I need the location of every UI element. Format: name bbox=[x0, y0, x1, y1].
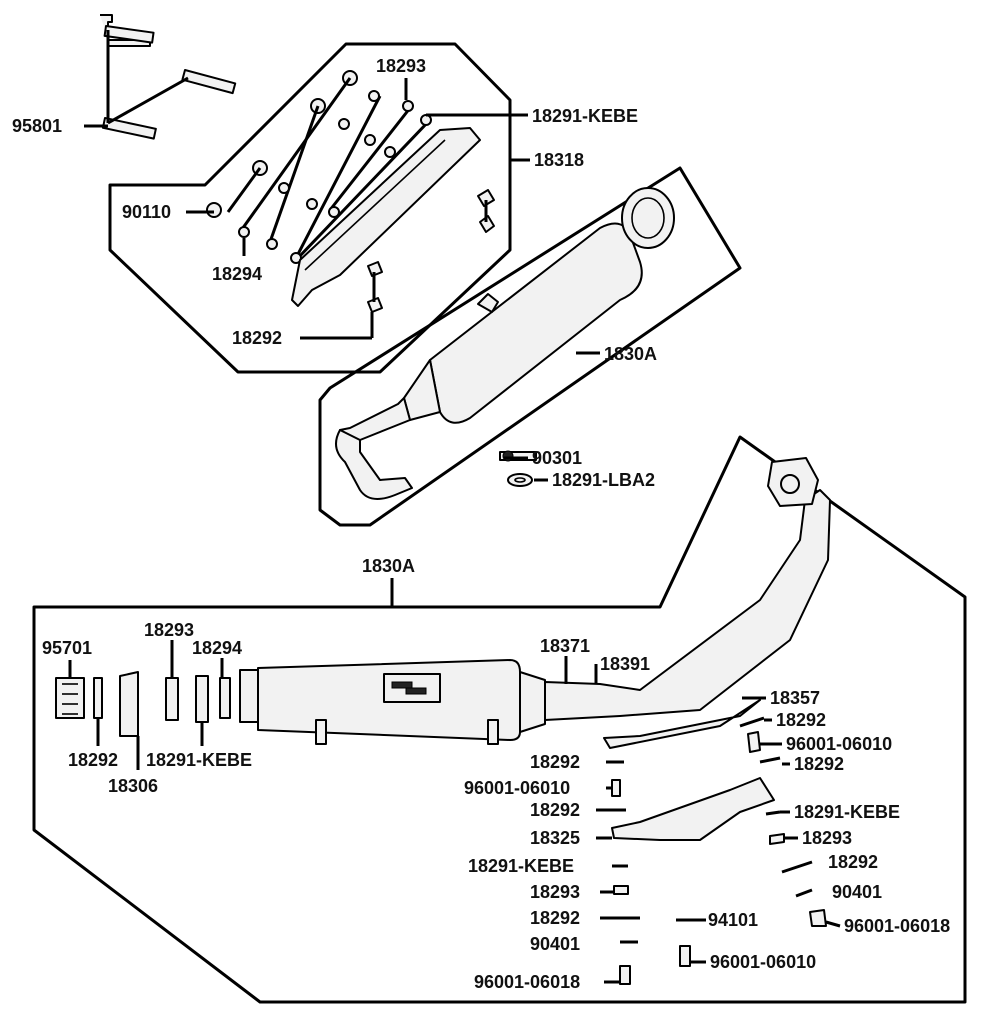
label-90110: 90110 bbox=[122, 202, 171, 222]
label-90401-b: 90401 bbox=[530, 934, 580, 954]
label-18292-f: 18292 bbox=[530, 800, 580, 820]
leader-lines bbox=[68, 78, 841, 984]
label-18306: 18306 bbox=[108, 776, 158, 796]
hardware-90301-18291lba2 bbox=[499, 450, 537, 487]
label-18291-kebe-lower: 18291-KEBE bbox=[146, 750, 252, 770]
label-18291-kebe-top: 18291-KEBE bbox=[532, 106, 638, 126]
muffler-1830a bbox=[335, 187, 675, 500]
label-1830a-muffler: 1830A bbox=[604, 344, 657, 364]
bolts-95801 bbox=[100, 14, 237, 140]
label-18291-lba2: 18291-LBA2 bbox=[552, 470, 655, 490]
label-18293-top: 18293 bbox=[376, 56, 426, 76]
label-18292-e: 18292 bbox=[794, 754, 844, 774]
label-18292-lower: 18292 bbox=[68, 750, 118, 770]
label-94101: 94101 bbox=[708, 910, 758, 930]
label-18391: 18391 bbox=[600, 654, 650, 674]
label-18291-kebe-c: 18291-KEBE bbox=[794, 802, 900, 822]
label-96001-06018-a: 96001-06018 bbox=[844, 916, 950, 936]
small-hardware bbox=[596, 716, 827, 985]
label-1830a-assembly: 1830A bbox=[362, 556, 415, 576]
label-18371: 18371 bbox=[540, 636, 590, 656]
label-95801: 95801 bbox=[12, 116, 62, 136]
label-18293-d: 18293 bbox=[530, 882, 580, 902]
shield-clips-18292 bbox=[367, 189, 495, 313]
muffler-group-outline bbox=[318, 166, 742, 527]
label-18292-h: 18292 bbox=[530, 908, 580, 928]
label-18291-kebe-d: 18291-KEBE bbox=[468, 856, 574, 876]
label-18294-lower: 18294 bbox=[192, 638, 242, 658]
part-labels: 95801 18293 18291-KEBE 18318 90110 18294… bbox=[12, 56, 950, 992]
muffler-body-lower bbox=[239, 659, 546, 745]
end-cap-parts bbox=[55, 671, 231, 737]
label-18294-top: 18294 bbox=[212, 264, 262, 284]
label-96001-06010-a: 96001-06010 bbox=[786, 734, 892, 754]
label-18293-c: 18293 bbox=[802, 828, 852, 848]
label-90401-a: 90401 bbox=[832, 882, 882, 902]
label-18292-top: 18292 bbox=[232, 328, 282, 348]
label-96001-06010-b: 96001-06010 bbox=[464, 778, 570, 798]
label-18357: 18357 bbox=[770, 688, 820, 708]
heat-shield-18318 bbox=[291, 127, 481, 307]
label-95701: 95701 bbox=[42, 638, 92, 658]
label-18325: 18325 bbox=[530, 828, 580, 848]
label-18292-g: 18292 bbox=[828, 852, 878, 872]
front-pipe-lower bbox=[544, 457, 831, 841]
exhaust-assembly-outline bbox=[32, 435, 967, 1004]
bracket-group-outline bbox=[108, 42, 512, 374]
label-18318: 18318 bbox=[534, 150, 584, 170]
label-90301: 90301 bbox=[532, 448, 582, 468]
label-96001-06018-b: 96001-06018 bbox=[474, 972, 580, 992]
label-18293-lower: 18293 bbox=[144, 620, 194, 640]
bracket-studs-90110 bbox=[206, 70, 432, 264]
label-18292-c: 18292 bbox=[776, 710, 826, 730]
label-18292-d: 18292 bbox=[530, 752, 580, 772]
label-96001-06010-c: 96001-06010 bbox=[710, 952, 816, 972]
